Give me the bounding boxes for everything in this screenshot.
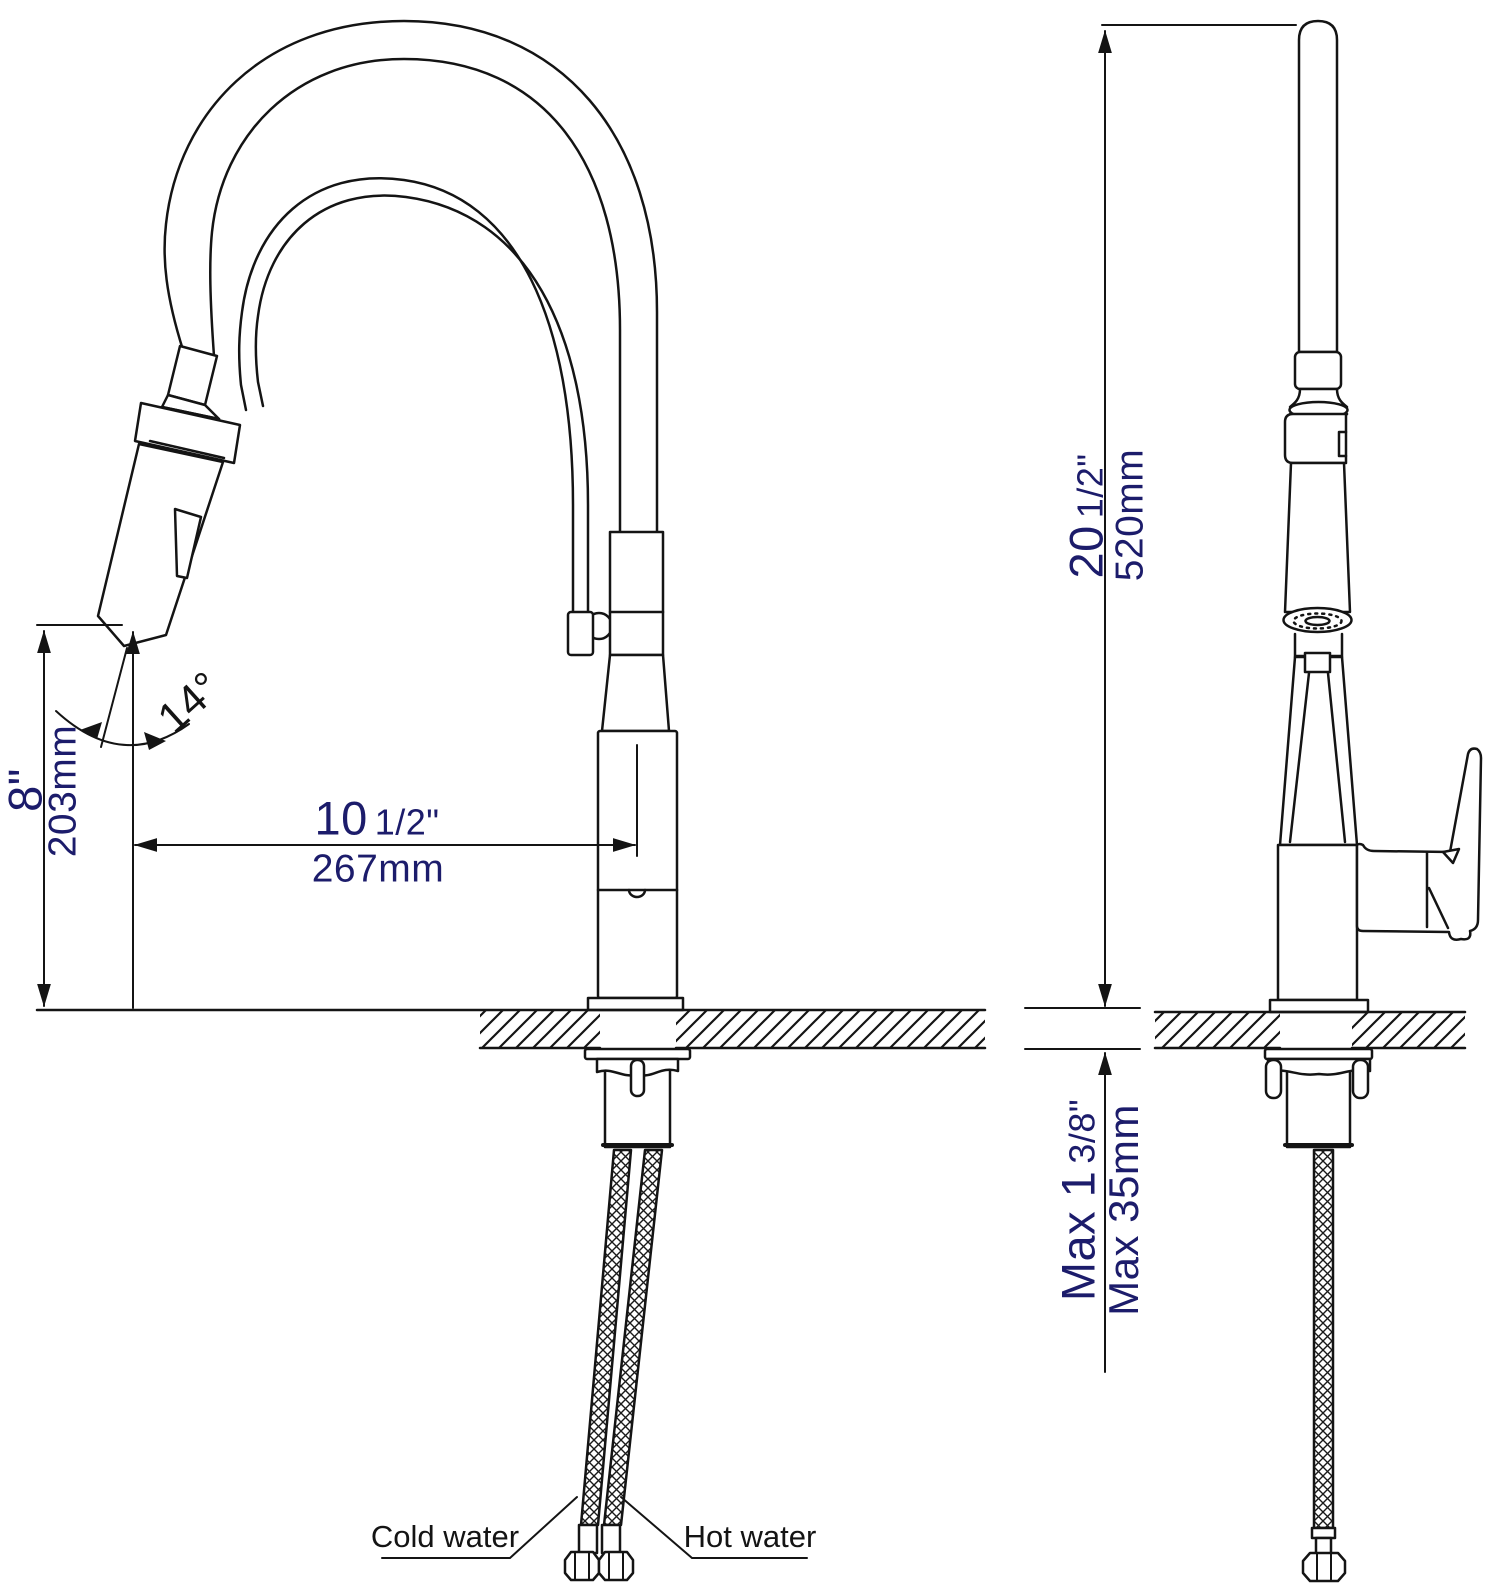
side-spout-tube (163, 19, 659, 535)
side-mounting-hardware (583, 1047, 692, 1149)
cold-water-label: Cold water (370, 1519, 520, 1554)
side-spray-head (96, 344, 242, 648)
supply-leader-lines (381, 1496, 808, 1559)
spout-reach-mm-label: 267mm (311, 847, 445, 891)
side-view-drawing (35, 19, 987, 1582)
front-body-and-base (1268, 632, 1483, 1014)
front-view-drawing (1153, 19, 1483, 1583)
deck-thickness-inches-label: Max 13/8" (1051, 1098, 1105, 1302)
deck-thickness-mm-label: Max 35mm (1100, 1104, 1147, 1316)
overall-height-mm-label: 520mm (1108, 448, 1152, 582)
front-handle-lever (1355, 747, 1483, 941)
side-faucet-body (566, 530, 685, 1012)
hot-water-label: Hot water (683, 1519, 817, 1554)
angle-dimension-lines (55, 631, 190, 1009)
spout-height-mm-label: 203mm (41, 724, 85, 858)
side-countertop (35, 1008, 987, 1050)
side-supply-hoses (563, 1148, 664, 1582)
side-pulldown-hose (237, 177, 590, 620)
dimension-lines (36, 24, 1297, 1559)
front-mounting-hardware (1263, 1047, 1374, 1149)
overall-height-dimension-lines (1024, 24, 1297, 1050)
front-supply-hose (1301, 1148, 1347, 1583)
front-spout-and-head (1282, 19, 1353, 634)
front-countertop (1153, 1010, 1467, 1050)
overall-height-inches-label: 201/2" (1059, 453, 1113, 579)
spout-reach-dimension-lines (134, 744, 638, 857)
spray-head-trigger (173, 507, 203, 580)
spout-height-dimension-lines (36, 624, 123, 1007)
